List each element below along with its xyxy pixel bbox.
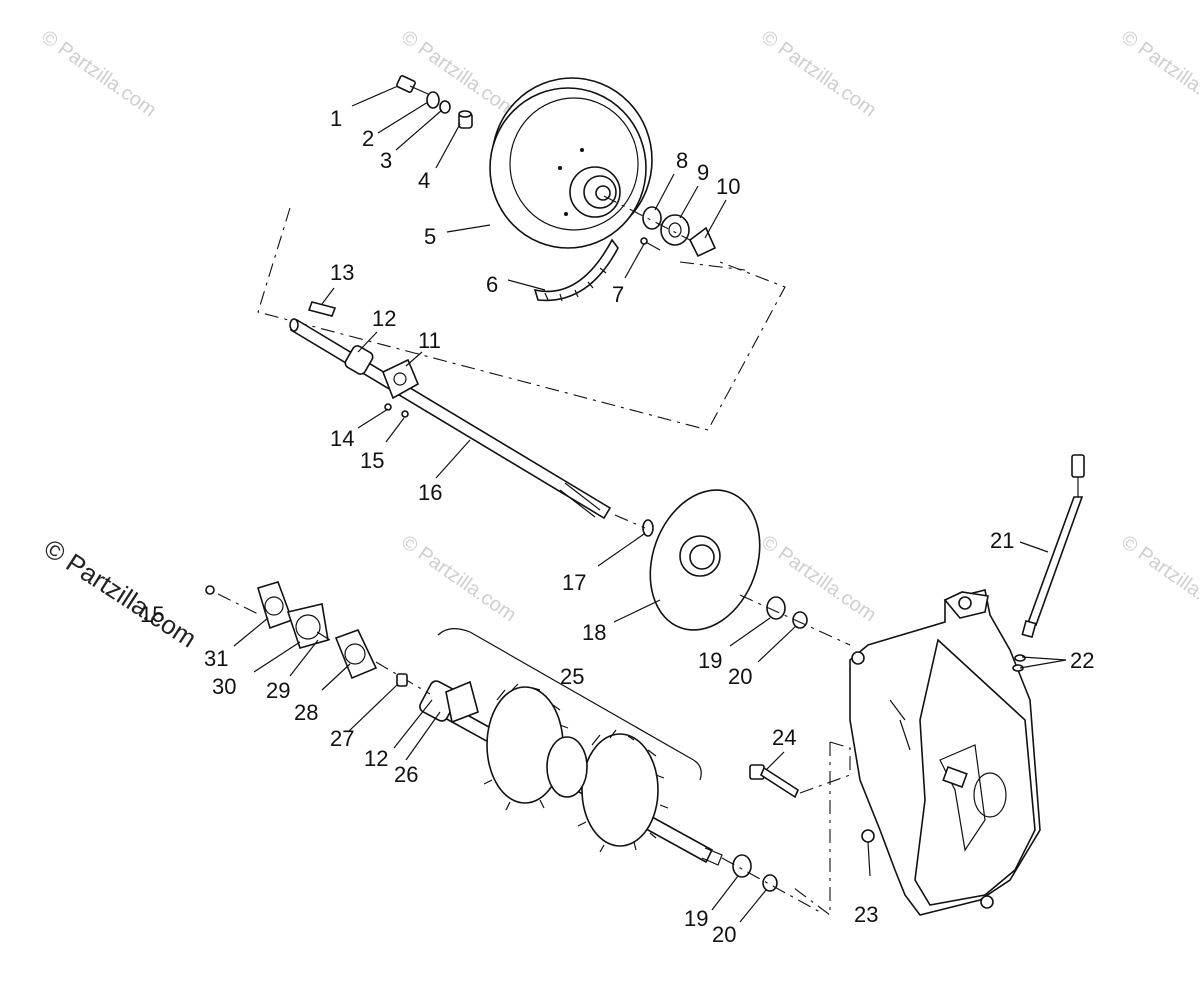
washer-2: [426, 91, 440, 109]
callout-27: 27: [330, 726, 354, 751]
callout-28: 28: [294, 700, 318, 725]
snap-ring-17: [642, 519, 654, 537]
watermark: © Partzilla.com: [397, 26, 520, 121]
callout-15b: 15: [140, 602, 164, 627]
flange-30: [286, 603, 329, 649]
callout-29: 29: [266, 678, 290, 703]
callout-15: 15: [360, 448, 384, 473]
callout-2: 2: [362, 126, 374, 151]
nut-14: [384, 403, 392, 411]
seal-19b: [732, 854, 752, 878]
spacer-4: [458, 110, 473, 129]
flange-11: [381, 358, 420, 400]
callout-26: 26: [394, 762, 418, 787]
chain-6: [533, 238, 619, 302]
chaincase-housing: [849, 589, 1041, 916]
callout-22: 22: [1070, 648, 1094, 673]
seal-19: [766, 596, 786, 620]
driveshaft-16: [289, 318, 612, 520]
callout-20b: 20: [712, 922, 736, 947]
o-ring-20b: [762, 874, 778, 892]
clip-10: [688, 226, 717, 258]
upper-shaft-assembly: [289, 301, 612, 520]
callout-31: 31: [204, 646, 228, 671]
callout-14: 14: [330, 426, 354, 451]
watermark: © Partzilla.com: [757, 26, 880, 121]
brake-disc-18: [649, 489, 761, 631]
driven-pulley-5: [489, 77, 653, 249]
callout-12b: 12: [364, 746, 388, 771]
drive-sprocket-right: [577, 729, 669, 853]
washer-8: [642, 206, 662, 230]
flange-26: [445, 680, 479, 724]
bolt-29: [316, 631, 331, 641]
flange-31: [257, 581, 294, 630]
callout-6: 6: [486, 272, 498, 297]
copyright-text: © Partzilla.com: [39, 533, 202, 654]
leader-lines: [233, 85, 1067, 923]
callout-11: 11: [418, 328, 441, 353]
callout-12: 12: [372, 306, 396, 331]
callout-24: 24: [772, 725, 796, 750]
bearing-12: [344, 345, 374, 375]
top-sprocket-assembly: [257, 75, 786, 431]
o-ring-22: [1014, 654, 1026, 662]
callout-21: 21: [990, 528, 1014, 553]
bearing-flanges: [205, 581, 431, 695]
callout-30: 30: [212, 674, 236, 699]
nut-23: [861, 829, 875, 843]
callout-8: 8: [676, 148, 688, 173]
bolt-24: [749, 764, 800, 799]
nut-15b: [205, 585, 215, 595]
callout-18: 18: [582, 620, 606, 645]
callout-19: 19: [698, 648, 722, 673]
callout-20: 20: [728, 664, 752, 689]
dipstick-21: [1021, 454, 1085, 639]
watermark: © Partzilla.com: [1117, 26, 1200, 121]
key-13: [307, 301, 337, 317]
callout-17: 17: [562, 570, 586, 595]
flange-28: [334, 628, 378, 680]
watermark: © Partzilla.com: [37, 26, 160, 121]
bracket-25: [437, 628, 702, 781]
fitting-27: [396, 673, 408, 687]
watermark: © Partzilla.com: [397, 531, 520, 626]
assembly-outline: [257, 207, 786, 431]
callout-9: 9: [697, 160, 709, 185]
bolt-1: [396, 75, 429, 95]
callout-25: 25: [560, 664, 584, 689]
drive-shaft-assembly-25: [419, 680, 723, 866]
callout-16: 16: [418, 480, 442, 505]
callout-4: 4: [418, 168, 430, 193]
callout-23: 23: [854, 902, 878, 927]
callout-5: 5: [424, 224, 436, 249]
callout-7: 7: [612, 282, 624, 307]
callout-10: 10: [716, 174, 740, 199]
washer-3: [439, 100, 451, 114]
callout-3: 3: [380, 148, 392, 173]
gear-9: [660, 214, 690, 246]
watermark: © Partzilla.com: [1117, 531, 1200, 626]
nut-15: [401, 410, 409, 418]
callout-1: 1: [330, 106, 342, 131]
screw-7: [640, 237, 661, 251]
callout-19b: 19: [684, 906, 708, 931]
callout-labels: 1 2 3 4 5 6 7 8 9 10 13 12 11 14 15 16 1…: [140, 106, 1094, 947]
callout-13: 13: [330, 260, 354, 285]
